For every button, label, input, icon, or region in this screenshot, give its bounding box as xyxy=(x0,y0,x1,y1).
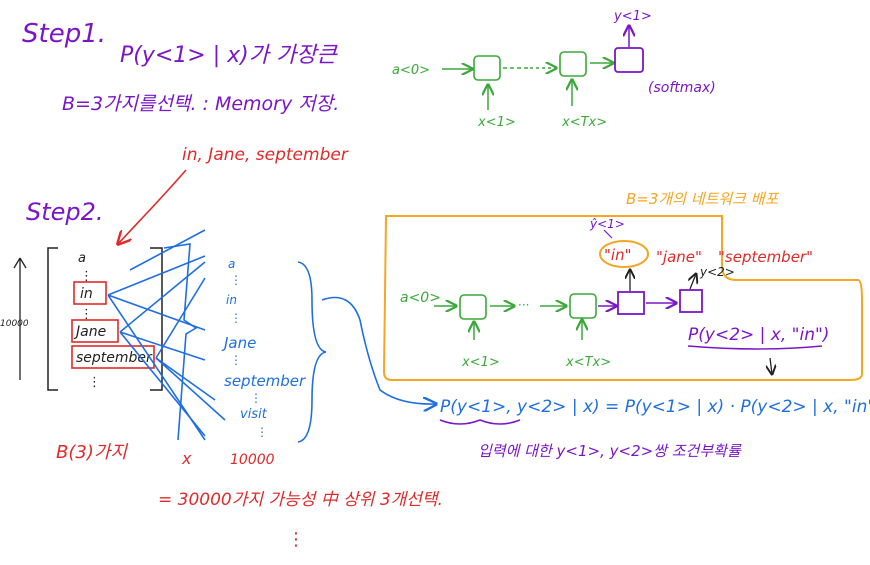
left-vocab-a: a xyxy=(78,251,86,266)
network-region xyxy=(382,215,863,381)
step1-rnn: a<0> y<1> (softmax) x<1> x<Tx> xyxy=(392,9,716,130)
formula-note: 입력에 대한 y<1>, y<2>쌍 조건부확률 xyxy=(478,442,742,460)
step2-y2-label: y<2> xyxy=(699,265,735,279)
left-vocab-dots-2: ⋮ xyxy=(80,307,93,322)
step2-rnn: a<0> ··· y<2> x<1> x<Tx> xyxy=(400,265,735,370)
right-vocab-dots-2: ⋮ xyxy=(230,311,242,325)
step2-output-cell-1 xyxy=(617,291,645,315)
left-vocab-vector: 10000 a ⋮ in ⋮ Jane september ⋮ xyxy=(0,247,163,391)
joint-probability-formula: P(y<1>, y<2> | x) = P(y<1> | x) · P(y<2>… xyxy=(440,397,870,417)
left-vocab-in: in xyxy=(80,286,93,302)
picked-words-arrow xyxy=(118,169,187,244)
right-vocab-september: september xyxy=(224,372,306,390)
right-vocab-dots-4: ⋮ xyxy=(250,391,262,405)
times-symbol: x xyxy=(181,449,192,468)
step2-a0-label: a<0> xyxy=(400,290,441,306)
right-vocab-vector: a ⋮ in ⋮ Jane ⋮ september ⋮ visit ⋮ xyxy=(221,257,436,443)
conditional-probability: P(y<2> | x, "in") xyxy=(688,325,829,345)
left-vocab-jane-box xyxy=(71,319,119,343)
right-vocab-dots-1: ⋮ xyxy=(230,273,242,287)
beam-word-september: "september" xyxy=(718,248,813,266)
step2-rnn-cell-tx xyxy=(569,293,597,319)
step2-rnn-cell-1 xyxy=(459,294,487,320)
vocab-size-right: 10000 xyxy=(230,452,275,468)
step1-output-cell xyxy=(614,47,644,73)
continuation-dots: ⋮ xyxy=(287,529,305,550)
network-title: B=3개의 네트워크 배포 xyxy=(626,190,780,208)
right-vocab-a: a xyxy=(228,257,235,271)
step1-probability: P(y<1> | x)가 가장큰 xyxy=(120,43,338,68)
step1-rnn-cell-tx xyxy=(559,51,587,77)
right-vocab-dots-3: ⋮ xyxy=(230,353,242,367)
right-vocab-jane: Jane xyxy=(221,334,256,352)
left-vocab-september: september xyxy=(76,350,153,366)
step2-rnn-ellipsis: ··· xyxy=(518,298,529,312)
step1-y1-label: y<1> xyxy=(613,9,652,24)
left-vocab-jane: Jane xyxy=(73,324,106,340)
beam-word-in: "in" xyxy=(604,246,631,264)
picked-words: in, Jane, september xyxy=(182,145,349,165)
right-vocab-dots-5: ⋮ xyxy=(256,425,268,439)
step1-x1-label: x<1> xyxy=(477,115,516,130)
right-vocab-visit: visit xyxy=(240,407,268,422)
left-vocab-september-box xyxy=(71,345,155,369)
left-vocab-dots-1: ⋮ xyxy=(80,269,93,284)
result-text: = 30000가지 가능성 中 상위 3개선택. xyxy=(158,490,443,510)
y1-hat-label: ŷ<1> xyxy=(589,217,625,231)
right-vocab-in: in xyxy=(226,293,237,307)
step1-rnn-cell-1 xyxy=(473,55,501,81)
step1-a0-label: a<0> xyxy=(392,63,430,78)
step1-title: Step1. xyxy=(22,19,106,49)
step1-softmax-label: (softmax) xyxy=(648,80,716,96)
left-vocab-size: 10000 xyxy=(0,319,29,329)
step2-x1-label: x<1> xyxy=(461,355,500,370)
left-vocab-dots-3: ⋮ xyxy=(88,375,101,390)
vocab-connection-lines xyxy=(107,229,226,441)
in-highlight-circle xyxy=(599,240,649,268)
step2-output-cell-2 xyxy=(679,289,703,313)
left-vocab-in-box xyxy=(73,281,107,305)
step1-beam-width: B=3가지를선택. : Memory 저장. xyxy=(62,93,339,115)
step1-xtx-label: x<Tx> xyxy=(561,115,607,130)
step2-title: Step2. xyxy=(26,198,104,226)
beam-word-jane: "jane" xyxy=(656,248,702,266)
step2-xtx-label: x<Tx> xyxy=(565,355,611,370)
beam-count-label: B(3)가지 xyxy=(56,442,128,463)
